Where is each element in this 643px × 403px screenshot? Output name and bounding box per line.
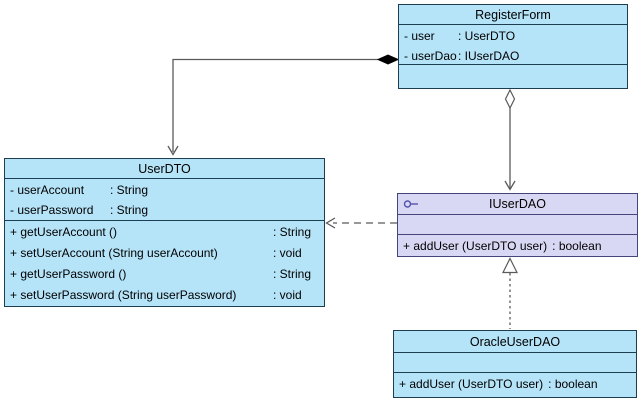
- class-userdto-methods: + getUserAccount () : String + setUserAc…: [5, 220, 324, 306]
- composition-connector[interactable]: [167, 54, 400, 156]
- class-name: UserDTO: [138, 161, 191, 176]
- class-name: RegisterForm: [475, 7, 551, 22]
- class-registerform-title: RegisterForm: [399, 5, 627, 24]
- attribute-row: - userDao : IUserDAO: [404, 49, 520, 63]
- aggregation-connector[interactable]: [504, 88, 516, 191]
- class-oracleuserdao[interactable]: OracleUserDAO + addUser (UserDTO user) :…: [393, 330, 637, 398]
- class-userdto-attributes: - userAccount : String - userPassword : …: [5, 178, 324, 220]
- class-registerform-methods: [399, 64, 627, 88]
- interface-iuserdao-title: IUserDAO: [398, 194, 637, 214]
- class-name: OracleUserDAO: [469, 334, 561, 349]
- method-row: + setUserAccount (String userAccount) : …: [10, 246, 302, 260]
- method-row: + addUser (UserDTO user) : boolean: [399, 377, 598, 391]
- attribute-row: - userAccount : String: [10, 183, 149, 197]
- method-row: + addUser (UserDTO user) : boolean: [403, 239, 602, 253]
- class-userdto-title: UserDTO: [5, 159, 324, 178]
- attribute-row: - user : UserDTO: [404, 29, 516, 43]
- method-row: + getUserAccount () : String: [10, 225, 312, 239]
- method-row: + setUserPassword (String userPassword) …: [10, 288, 302, 302]
- class-name: IUserDAO: [489, 197, 546, 211]
- interface-iuserdao-attributes: [398, 214, 637, 234]
- class-registerform[interactable]: RegisterForm - user : UserDTO - userDao …: [398, 4, 628, 89]
- class-registerform-attributes: - user : UserDTO - userDao : IUserDAO: [399, 24, 627, 64]
- dependency-connector[interactable]: [325, 217, 398, 229]
- class-oracleuserdao-attributes: [394, 352, 636, 372]
- class-oracleuserdao-title: OracleUserDAO: [394, 331, 636, 352]
- realization-connector[interactable]: [502, 257, 518, 330]
- class-oracleuserdao-methods: + addUser (UserDTO user) : boolean: [394, 372, 636, 397]
- class-userdto[interactable]: UserDTO - userAccount : String - userPas…: [4, 158, 325, 307]
- attribute-row: - userPassword : String: [10, 203, 149, 217]
- interface-iuserdao-methods: + addUser (UserDTO user) : boolean: [398, 234, 637, 256]
- interface-iuserdao[interactable]: IUserDAO + addUser (UserDTO user) : bool…: [397, 193, 638, 257]
- method-row: + getUserPassword () : String: [10, 267, 312, 281]
- interface-lollipop-icon: [403, 200, 420, 209]
